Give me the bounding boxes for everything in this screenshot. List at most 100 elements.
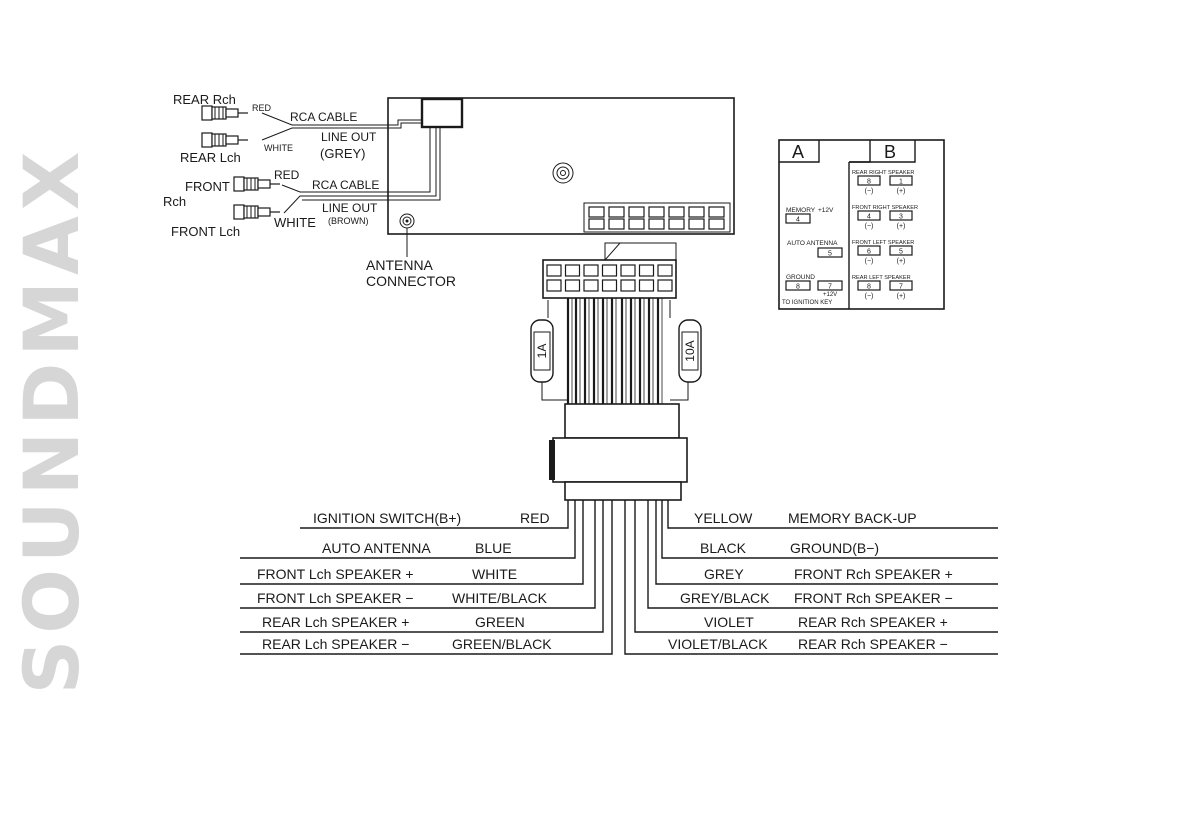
b-pin-box <box>889 245 913 256</box>
section-a-label: A <box>792 142 804 162</box>
pin-a4: 4 <box>796 217 800 224</box>
wire-function-left: REAR Lch SPEAKER − <box>262 636 409 652</box>
b-pin-sign: (−) <box>865 258 874 265</box>
socket-cell <box>648 206 665 218</box>
rca-jack-icon <box>201 132 248 148</box>
section-b-label: B <box>884 142 896 162</box>
b-pin-box <box>857 175 881 186</box>
antenna-label-2: CONNECTOR <box>366 273 456 289</box>
head-unit <box>387 97 735 235</box>
b-row-label: FRONT LEFT SPEAKER <box>852 240 914 246</box>
wire-color-right: GREY/BLACK <box>680 590 770 606</box>
plug-cell <box>583 279 599 292</box>
lead-right <box>634 500 998 633</box>
wire-function-right: REAR Rch SPEAKER − <box>798 636 948 652</box>
rear-lch-label: REAR Lch <box>180 150 241 165</box>
b-pin-sign: (−) <box>865 293 874 300</box>
ground-label: GROUND <box>786 274 815 281</box>
fuse-1a-label: 1A <box>535 344 549 359</box>
head-unit-iso-socket <box>583 202 731 233</box>
bottom-wire-leads <box>240 500 998 655</box>
wire-color-left: BLUE <box>475 540 512 556</box>
lead-right <box>624 500 998 655</box>
wire-function-right: GROUND(B−) <box>790 540 879 556</box>
socket-cell <box>688 218 705 230</box>
socket-cell <box>588 218 605 230</box>
socket-cell <box>688 206 705 218</box>
plug-cell <box>657 279 673 292</box>
plug-cell <box>601 279 618 292</box>
lead-right <box>667 500 998 529</box>
wire-color-left: GREEN <box>475 614 525 630</box>
wire-color-right: VIOLET/BLACK <box>668 636 768 652</box>
rca-cables: REAR Rch RED RCA CABLE LINE OUT (GREY) W… <box>163 92 441 239</box>
socket-cell <box>668 218 685 230</box>
b-pin-sign: (+) <box>897 293 906 300</box>
plug-cell <box>583 264 599 277</box>
wire-function-left: FRONT Lch SPEAKER − <box>257 590 414 606</box>
b-row-label: REAR RIGHT SPEAKER <box>852 170 914 176</box>
white-label: WHITE <box>274 215 316 230</box>
socket-cell <box>628 218 645 230</box>
socket-cell <box>668 206 685 218</box>
wire-color-left: WHITE <box>472 566 517 582</box>
wire-function-left: IGNITION SWITCH(B+) <box>313 510 461 526</box>
grey-label: (GREY) <box>320 146 366 161</box>
auto-antenna-pin-label: AUTO ANTENNA <box>787 240 838 247</box>
b-pin-sign: (+) <box>897 188 906 195</box>
b-pin-sign: (−) <box>865 223 874 230</box>
b-pin-number: 4 <box>867 214 871 221</box>
plug-cell <box>620 279 636 292</box>
rca-cable-label-1: RCA CABLE <box>290 110 357 124</box>
socket-cell <box>708 206 725 218</box>
pin-a7: 7 <box>828 284 832 291</box>
lead-left <box>240 500 596 609</box>
lead-right <box>655 500 998 585</box>
fuse-left: 1A <box>530 300 568 401</box>
b-pin-sign: (+) <box>897 223 906 230</box>
wire-function-right: FRONT Rch SPEAKER − <box>794 590 953 606</box>
lead-right <box>661 500 998 559</box>
plug-cell <box>638 264 655 277</box>
lead-left <box>240 500 576 559</box>
memory-label: MEMORY <box>786 207 816 214</box>
wire-color-right: BLACK <box>700 540 747 556</box>
socket-cell <box>648 218 665 230</box>
wire-color-left: RED <box>520 510 550 526</box>
front-label: FRONT <box>185 179 230 194</box>
socket-cell <box>628 206 645 218</box>
harness-wires <box>566 298 663 404</box>
socket-cell <box>608 206 625 218</box>
white-small-label: WHITE <box>264 143 293 153</box>
rear-rch-label: REAR Rch <box>173 92 236 107</box>
wire-color-left: GREEN/BLACK <box>452 636 552 652</box>
rca-jack-icon <box>233 204 280 220</box>
plug-cell <box>638 279 655 292</box>
fuse-right: 10A <box>669 300 702 401</box>
pin-a8: 8 <box>796 284 800 291</box>
b-pin-box <box>857 210 881 221</box>
b-pin-number: 1 <box>899 179 903 186</box>
plug-cell <box>546 279 562 292</box>
b-row-label: REAR LEFT SPEAKER <box>852 275 911 281</box>
plug-cell <box>564 279 581 292</box>
line-out-label-1: LINE OUT <box>321 130 377 144</box>
b-pin-box <box>889 175 913 186</box>
rca-jack-icon <box>233 176 280 192</box>
pin-a5: 5 <box>828 251 832 258</box>
wire-function-right: REAR Rch SPEAKER + <box>798 614 948 630</box>
wire-function-right: MEMORY BACK-UP <box>788 510 917 526</box>
b-pin-number: 8 <box>867 284 871 291</box>
fuse-10a-label: 10A <box>683 340 697 361</box>
lead-left <box>240 500 613 655</box>
wire-color-left: WHITE/BLACK <box>452 590 548 606</box>
memory-12v-label: +12V <box>818 207 834 214</box>
plug-cell <box>564 264 581 277</box>
rca-jack-icon <box>201 105 248 121</box>
wire-function-left: FRONT Lch SPEAKER + <box>257 566 414 582</box>
b-pin-number: 8 <box>867 179 871 186</box>
b-pin-box <box>889 210 913 221</box>
wire-function-right: FRONT Rch SPEAKER + <box>794 566 953 582</box>
